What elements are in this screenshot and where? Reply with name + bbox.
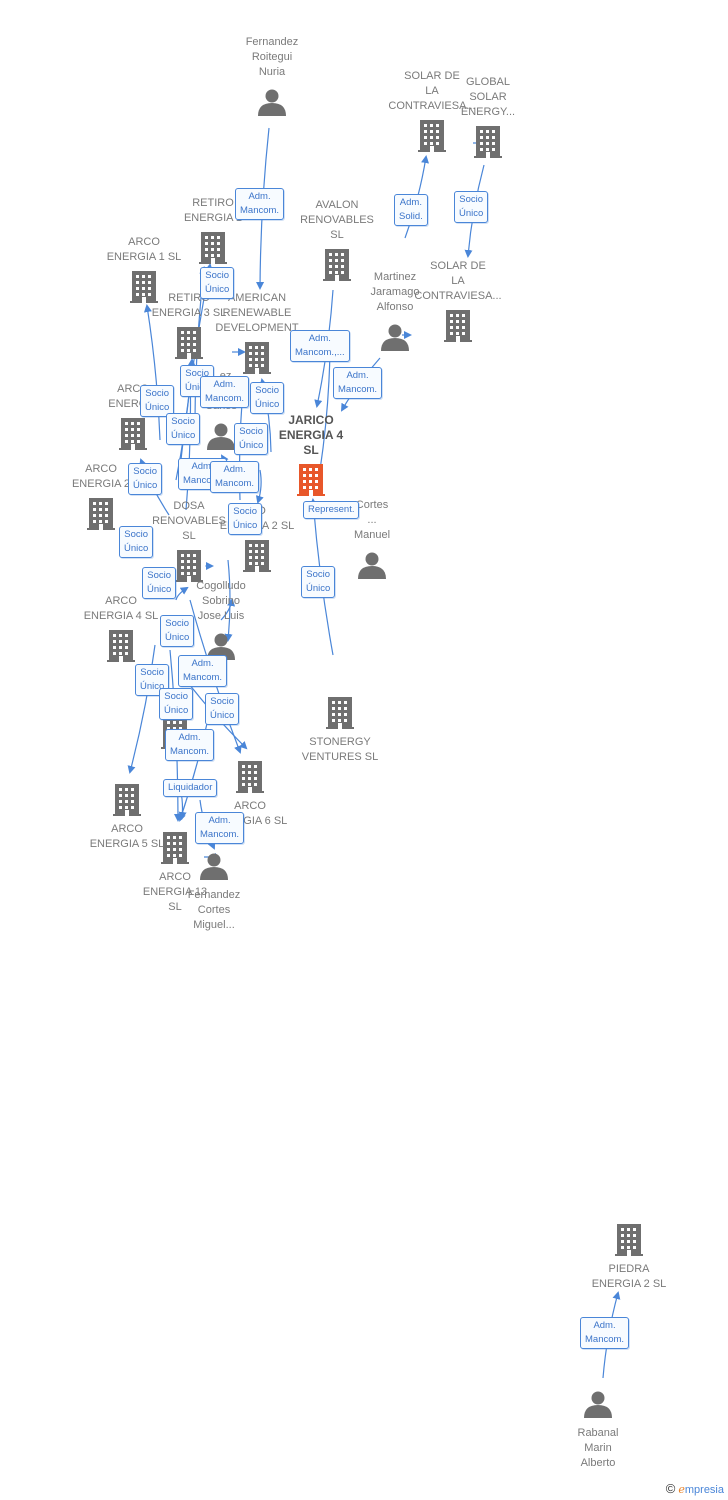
relation-edge xyxy=(319,348,334,471)
relation-label[interactable]: Adm. Mancom. xyxy=(210,461,260,493)
relation-label[interactable]: Socio Único xyxy=(200,267,235,299)
building-icon[interactable] xyxy=(297,464,325,496)
building-icon[interactable] xyxy=(113,784,141,816)
person-icon[interactable] xyxy=(200,853,228,881)
relation-label[interactable]: Adm. Mancom. xyxy=(580,1317,630,1349)
building-icon[interactable] xyxy=(243,342,271,374)
person-icon[interactable] xyxy=(381,324,409,352)
person-icon[interactable] xyxy=(358,552,386,580)
node-label[interactable]: ARCO ENERGIA 13 SL xyxy=(142,871,208,913)
node-label[interactable]: SOLAR DE LA CONTRAVIESA... xyxy=(388,70,476,112)
building-icon[interactable] xyxy=(175,550,203,582)
node-label[interactable]: AMERICAN RENEWABLE DEVELOPMENT xyxy=(215,292,299,334)
person-icon[interactable] xyxy=(207,423,235,451)
relation-label[interactable]: Socio Único xyxy=(250,382,285,414)
brand-footer: © empresia xyxy=(666,1481,724,1496)
relation-label[interactable]: Socio Único xyxy=(142,567,177,599)
relation-edge xyxy=(255,469,264,504)
node-label[interactable]: STONERGY VENTURES SL xyxy=(301,736,379,763)
building-icon[interactable] xyxy=(130,271,158,303)
node-label[interactable]: Fernandez Roitegui Nuria xyxy=(245,36,299,78)
node-label[interactable]: Cogolludo Sobrino Jose Luis xyxy=(196,580,246,622)
relation-label[interactable]: Socio Único xyxy=(140,385,175,417)
node-label[interactable]: AVALON RENOVABLES SL xyxy=(300,199,374,241)
node-label[interactable]: RETIRO ENERGIA 1 xyxy=(183,197,242,224)
brand-initial: e xyxy=(678,1483,685,1496)
relation-label[interactable]: Socio Único xyxy=(166,413,201,445)
relation-label[interactable]: Socio Único xyxy=(159,688,194,720)
relation-label[interactable]: Socio Único xyxy=(135,664,170,696)
building-icon[interactable] xyxy=(444,310,472,342)
relation-label[interactable]: Adm. Mancom. xyxy=(195,812,245,844)
relation-label[interactable]: Liquidador xyxy=(163,779,218,797)
person-icon[interactable] xyxy=(258,89,286,117)
node-label[interactable]: RETIRO ENERGIA 3 SL xyxy=(151,292,227,319)
building-icon[interactable] xyxy=(119,418,147,450)
building-icon[interactable] xyxy=(615,1224,643,1256)
relation-label[interactable]: Socio Único xyxy=(128,463,163,495)
building-icon[interactable] xyxy=(175,327,203,359)
relation-label[interactable]: Adm. Mancom. xyxy=(235,188,285,220)
focus-company-label[interactable]: JARICO ENERGIA 4 SL xyxy=(278,413,344,457)
node-label[interactable]: Fernandez Cortes Miguel... xyxy=(187,889,241,931)
node-label[interactable]: Cortes ... Manuel xyxy=(353,499,391,541)
node-label[interactable]: Martinez Jaramago Alfonso xyxy=(370,271,420,313)
node-label[interactable]: Rabanal Marin Alberto xyxy=(577,1427,619,1469)
relation-label[interactable]: Socio Único xyxy=(228,503,263,535)
person-icon[interactable] xyxy=(584,1391,612,1419)
relation-label[interactable]: Adm. Mancom. xyxy=(165,729,215,761)
relation-edge xyxy=(175,586,189,601)
relation-label[interactable]: Represent. xyxy=(303,501,360,519)
relation-edge xyxy=(143,304,161,441)
node-label[interactable]: SOLAR DE LA CONTRAVIESA... xyxy=(414,260,502,302)
building-icon[interactable] xyxy=(236,761,264,793)
node-label[interactable]: ARCO ENERGIA 2 xyxy=(71,463,131,490)
building-icon[interactable] xyxy=(323,249,351,281)
relation-label[interactable]: Adm. Mancom. xyxy=(200,376,250,408)
relation-label[interactable]: Adm. Mancom. xyxy=(178,655,228,687)
building-icon[interactable] xyxy=(107,630,135,662)
building-icon[interactable] xyxy=(243,540,271,572)
relation-label[interactable]: Socio Único xyxy=(454,191,489,223)
relation-label[interactable]: Socio Único xyxy=(301,566,336,598)
node-label[interactable]: ARCO ENERGIA 4 SL xyxy=(83,595,159,622)
relation-edge xyxy=(127,644,156,774)
building-icon[interactable] xyxy=(418,120,446,152)
relation-label[interactable]: Socio Único xyxy=(234,423,269,455)
node-label[interactable]: PIEDRA ENERGIA 2 SL xyxy=(591,1263,667,1290)
building-icon[interactable] xyxy=(474,126,502,158)
building-icon[interactable] xyxy=(87,498,115,530)
relation-label[interactable]: Adm. Mancom. xyxy=(333,367,383,399)
brand-name: mpresia xyxy=(684,1484,724,1496)
building-icon[interactable] xyxy=(199,232,227,264)
node-label[interactable]: DOSA RENOVABLES SL xyxy=(152,500,226,542)
relation-label[interactable]: Adm. Solid. xyxy=(394,194,428,226)
relation-label[interactable]: Socio Único xyxy=(119,526,154,558)
relation-label[interactable]: Socio Único xyxy=(160,615,195,647)
relation-edge xyxy=(220,598,236,621)
node-label[interactable]: ARCO ENERGIA 1 SL xyxy=(106,236,182,263)
building-icon[interactable] xyxy=(161,832,189,864)
relation-label[interactable]: Adm. Mancom.,... xyxy=(290,330,350,362)
node-icons xyxy=(87,89,643,1419)
building-icon[interactable] xyxy=(326,697,354,729)
relation-label[interactable]: Socio Único xyxy=(205,693,240,725)
node-label[interactable]: GLOBAL SOLAR ENERGY... xyxy=(460,76,516,118)
copyright-symbol: © xyxy=(665,1481,676,1496)
node-label[interactable]: ARCO ENERGIA 5 SL xyxy=(89,823,165,850)
